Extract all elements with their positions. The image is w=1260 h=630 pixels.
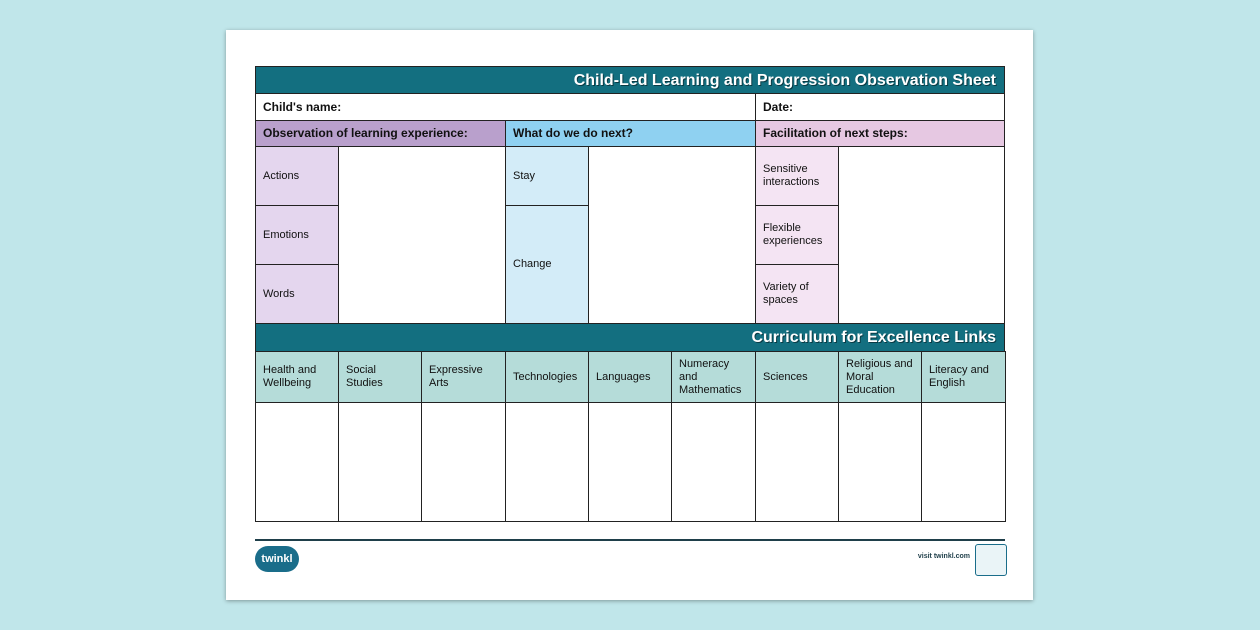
subject-header: Literacy and English [921, 351, 1006, 403]
visit-link[interactable]: visit twinkl.com [917, 553, 970, 560]
twinkl-logo: twinkl [255, 546, 299, 572]
observation-label-actions: Actions [255, 146, 339, 206]
subject-notes-cell[interactable] [505, 402, 589, 522]
facilitation-notes-area[interactable] [838, 146, 1005, 324]
footer-divider [255, 539, 1005, 541]
curriculum-title: Curriculum for Excellence Links [255, 323, 1005, 352]
subject-header: Expressive Arts [421, 351, 506, 403]
subject-notes-cell[interactable] [338, 402, 422, 522]
sheet-title: Child-Led Learning and Progression Obser… [255, 66, 1005, 94]
subject-notes-cell[interactable] [755, 402, 839, 522]
facilitation-header: Facilitation of next steps: [755, 120, 1005, 147]
subject-header: Languages [588, 351, 672, 403]
child-name-field[interactable]: Child's name: [255, 93, 756, 121]
observation-label-words: Words [255, 264, 339, 324]
facilitation-label-sensitive: Sensitive interactions [755, 146, 839, 206]
next-header: What do we do next? [505, 120, 756, 147]
subject-header: Technologies [505, 351, 589, 403]
next-label-stay: Stay [505, 146, 589, 206]
observation-label-emotions: Emotions [255, 205, 339, 265]
date-field[interactable]: Date: [755, 93, 1005, 121]
subject-header: Social Studies [338, 351, 422, 403]
subject-header: Health and Wellbeing [255, 351, 339, 403]
subject-notes-cell[interactable] [838, 402, 922, 522]
subject-header: Numeracy and Mathematics [671, 351, 756, 403]
observation-notes-area[interactable] [338, 146, 506, 324]
facilitation-label-spaces: Variety of spaces [755, 264, 839, 324]
facilitation-label-flexible: Flexible experiences [755, 205, 839, 265]
subject-notes-cell[interactable] [588, 402, 672, 522]
subject-notes-cell[interactable] [921, 402, 1006, 522]
subject-notes-cell[interactable] [421, 402, 506, 522]
next-notes-area[interactable] [588, 146, 756, 324]
subject-notes-cell[interactable] [255, 402, 339, 522]
subject-notes-cell[interactable] [671, 402, 756, 522]
next-label-change: Change [505, 205, 589, 324]
subject-header: Religious and Moral Education [838, 351, 922, 403]
subject-header: Sciences [755, 351, 839, 403]
quality-badge-icon [975, 544, 1007, 576]
observation-header: Observation of learning experience: [255, 120, 506, 147]
